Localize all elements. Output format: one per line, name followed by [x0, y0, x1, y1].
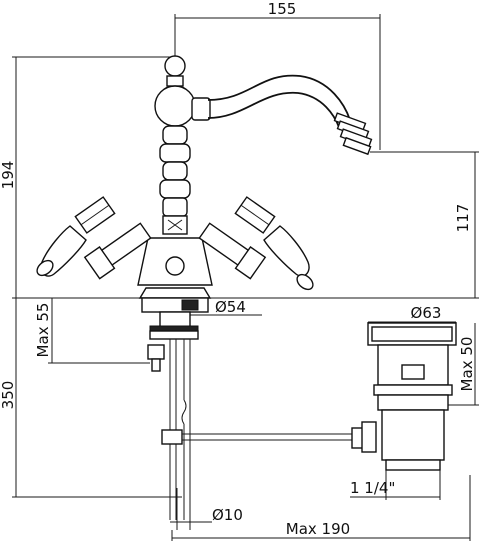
dim-hose-diameter: Ø10 — [212, 506, 243, 524]
dim-waste-max-height: Max 50 — [458, 337, 476, 392]
dim-waste-thread: 1 1/4" — [350, 479, 395, 497]
dim-spout-height: 117 — [454, 204, 472, 233]
dim-shank-length: 350 — [0, 381, 17, 410]
dim-base-diameter: Ø54 — [215, 298, 246, 316]
dim-waste-flange-diameter: Ø63 — [411, 304, 442, 322]
shank-assembly — [147, 311, 377, 520]
pop-up-waste — [367, 322, 457, 500]
dim-max-rod-length: Max 190 — [286, 520, 350, 538]
dim-max-deck-thickness: Max 55 — [34, 303, 52, 358]
dimension-lines — [12, 14, 479, 541]
dim-spout-reach: 155 — [268, 0, 297, 18]
dim-total-height: 194 — [0, 161, 17, 190]
tap-body — [36, 55, 373, 313]
